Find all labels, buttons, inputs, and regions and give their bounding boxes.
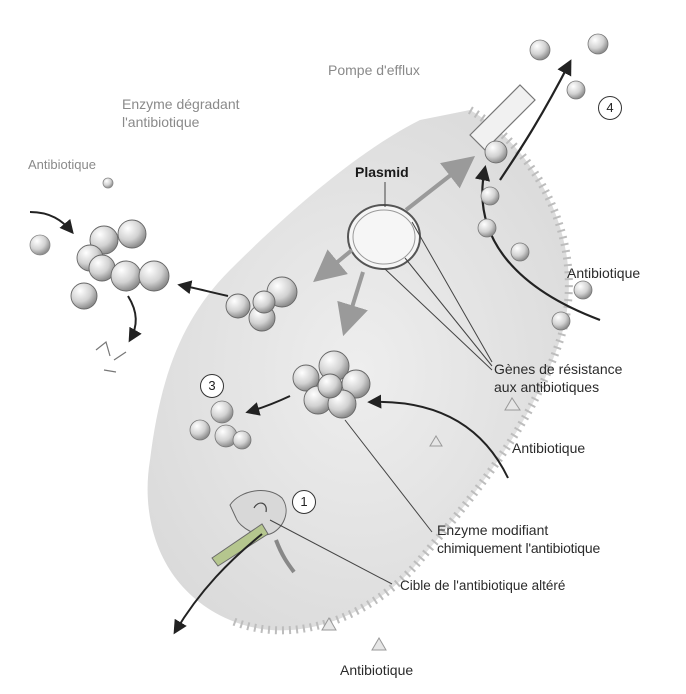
antibiotic-left-label: Antibiotique xyxy=(28,156,96,173)
antibiotic-middle-label: Antibiotique xyxy=(512,440,585,457)
marker-1: 1 xyxy=(292,490,316,514)
plasmid-ring xyxy=(348,205,420,269)
degraded-fragments xyxy=(96,342,126,372)
altered-target-label: Cible de l'antibiotique altéré xyxy=(400,577,565,594)
antibiotic-left-arrow xyxy=(30,212,72,232)
degrading-enzyme-label-line2: l'antibiotique xyxy=(122,114,199,131)
marker-4: 4 xyxy=(598,96,622,120)
degrading-enzyme-label-line1: Enzyme dégradant xyxy=(122,96,240,113)
modifying-enzyme-label-line2: chimiquement l'antibiotique xyxy=(437,540,600,557)
resistance-genes-label-line1: Gènes de résistance xyxy=(494,361,622,378)
modifying-enzyme-label-line1: Enzyme modifiant xyxy=(437,522,548,539)
marker-3: 3 xyxy=(200,374,224,398)
efflux-pump-label: Pompe d'efflux xyxy=(328,62,420,79)
resistance-genes-label-line2: aux antibiotiques xyxy=(494,379,599,396)
degrading-enzyme-cluster xyxy=(71,220,169,309)
degraded-output-arrow xyxy=(128,296,136,340)
antibiotic-bottom-label: Antibiotique xyxy=(340,662,413,679)
plasmid-label: Plasmid xyxy=(355,164,409,181)
antibiotic-right-label: Antibiotique xyxy=(567,265,640,282)
